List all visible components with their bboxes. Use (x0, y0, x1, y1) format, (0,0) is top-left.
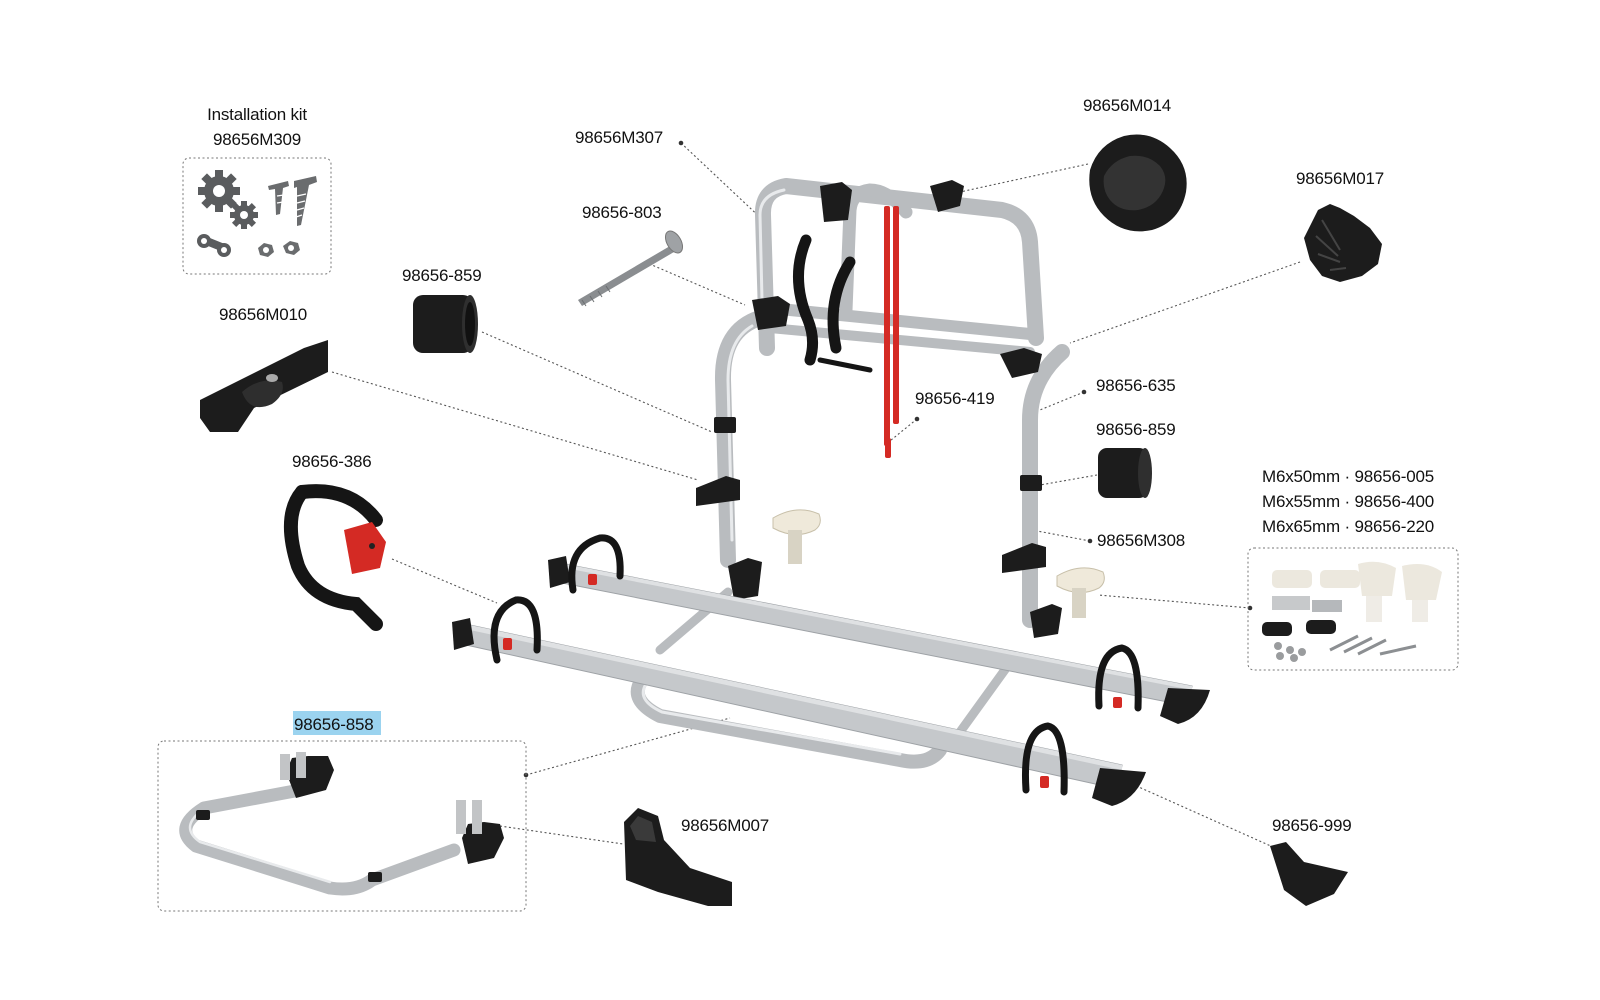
label-98656-419: 98656-419 (915, 389, 995, 408)
label-98656M307: 98656M307 (575, 128, 663, 147)
holder-98656M010 (200, 340, 328, 432)
label-98656M007: 98656M007 (681, 816, 769, 835)
label-installation-kit-title: Installation kit (207, 105, 307, 124)
label-98656-859-right: 98656-859 (1096, 420, 1176, 439)
chain-link-icon (197, 234, 231, 257)
nuts-icon (258, 241, 300, 257)
end-cap-98656M007 (624, 808, 732, 906)
label-98656-858: 98656-858 (294, 715, 374, 734)
label-screw-M6x50: M6x50mm · 98656-005 (1262, 467, 1434, 486)
gear-knob-98656M017 (1304, 204, 1382, 282)
rear-rail (548, 556, 1210, 724)
main-rack-frame (696, 178, 1105, 638)
knob-98656M014 (1089, 134, 1187, 232)
bolt-98656-803 (578, 230, 684, 307)
label-98656M010: 98656M010 (219, 305, 307, 324)
lower-frame-98656-858 (179, 752, 504, 896)
label-98656M014: 98656M014 (1083, 96, 1171, 115)
label-installation-kit-code: 98656M309 (213, 130, 301, 149)
screw-set-box (1247, 547, 1459, 671)
label-98656M308: 98656M308 (1097, 531, 1185, 550)
screw-set-parts (1262, 561, 1442, 662)
wheel-straps (490, 534, 1142, 796)
label-highlight (293, 711, 381, 735)
lower-frame-box (157, 740, 527, 912)
cap-98656-859-right (1098, 448, 1152, 498)
lower-support (630, 587, 1017, 769)
label-screw-M6x55: M6x55mm · 98656-400 (1262, 492, 1434, 511)
label-screw-M6x65: M6x65mm · 98656-220 (1262, 517, 1434, 536)
label-98656-999: 98656-999 (1272, 816, 1352, 835)
screws-icon (268, 176, 317, 226)
label-98656-859-left: 98656-859 (402, 266, 482, 285)
strap-98656-386 (283, 484, 386, 631)
gears-icon (198, 170, 258, 229)
front-rail (452, 618, 1146, 806)
label-98656M017: 98656M017 (1296, 169, 1384, 188)
label-98656-803: 98656-803 (582, 203, 662, 222)
leader-dots (523, 140, 1253, 778)
label-98656-386: 98656-386 (292, 452, 372, 471)
installation-kit-box (182, 157, 332, 275)
end-cap-98656-999 (1270, 842, 1348, 906)
cap-98656-859-left (413, 295, 478, 353)
label-98656-635: 98656-635 (1096, 376, 1176, 395)
